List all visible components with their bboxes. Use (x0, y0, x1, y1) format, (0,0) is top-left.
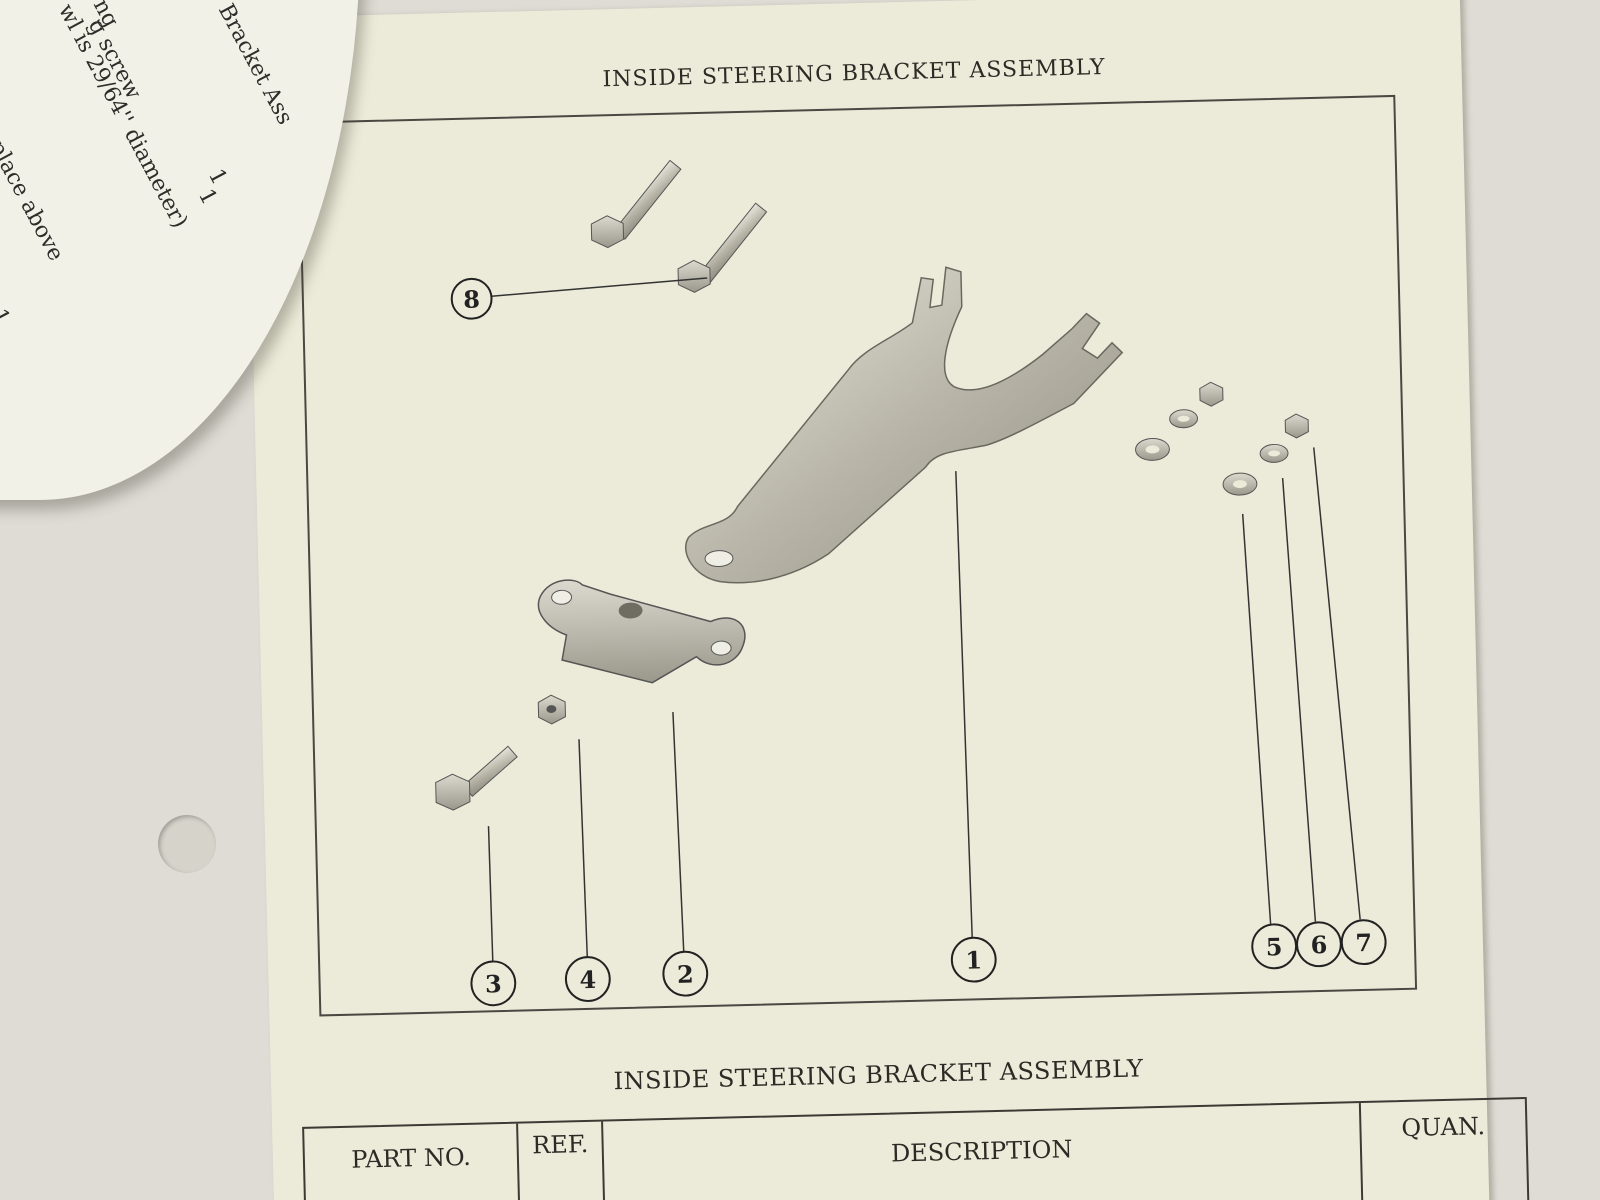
manual-page: INSIDE STEERING BRACKET ASSEMBLY (245, 0, 1530, 1200)
page-title: INSIDE STEERING BRACKET ASSEMBLY (602, 54, 1106, 93)
left-page-line: Bracket Ass (212, 0, 298, 129)
callout-5-label: 5 (1266, 933, 1283, 961)
callout-8: 8 (450, 277, 493, 320)
bolt-short (435, 745, 518, 811)
callout-4-label: 4 (579, 966, 596, 994)
callout-4: 4 (564, 956, 611, 1002)
callout-8-label: 8 (463, 286, 480, 314)
steering-bracket (684, 266, 1124, 584)
header-description: DESCRIPTION (603, 1103, 1364, 1200)
left-page-line: wl is 29/64'' diameter) (52, 0, 193, 233)
header-part-no: PART NO. (304, 1123, 522, 1200)
callout-7: 7 (1340, 919, 1387, 966)
left-page-line: 1 (0, 305, 15, 330)
mounting-plate (537, 579, 746, 684)
left-page-line: 1 (202, 165, 232, 190)
header-quan: QUAN. (1401, 1112, 1486, 1143)
callout-2: 2 (662, 950, 709, 997)
callout-2-label: 2 (677, 960, 694, 988)
callout-6-label: 6 (1310, 931, 1327, 959)
parts-illustration: 8 3 4 2 1 (435, 159, 1387, 1007)
figure-caption: INSIDE STEERING BRACKET ASSEMBLY (613, 1054, 1144, 1096)
callout-6: 6 (1296, 921, 1342, 968)
callout-7-label: 7 (1355, 929, 1372, 957)
left-page-line: eplace above (0, 125, 69, 266)
parts-table: PART NO. REF. DESCRIPTION QUAN. (302, 1097, 1530, 1200)
header-ref: REF. (518, 1121, 606, 1200)
left-page-line: 1 (192, 185, 222, 210)
callout-5: 5 (1251, 923, 1298, 970)
washer-set (1135, 381, 1309, 496)
callout-1: 1 (950, 936, 997, 983)
hex-nut (537, 694, 566, 725)
exploded-view-figure: 8 3 4 2 1 (297, 94, 1418, 1017)
callout-1-label: 1 (965, 946, 982, 974)
leader-lines (487, 277, 1361, 964)
callout-3: 3 (470, 960, 517, 1007)
callout-3-label: 3 (485, 970, 502, 998)
binder-punch-hole (158, 815, 216, 873)
bolt-long-1 (590, 159, 682, 249)
